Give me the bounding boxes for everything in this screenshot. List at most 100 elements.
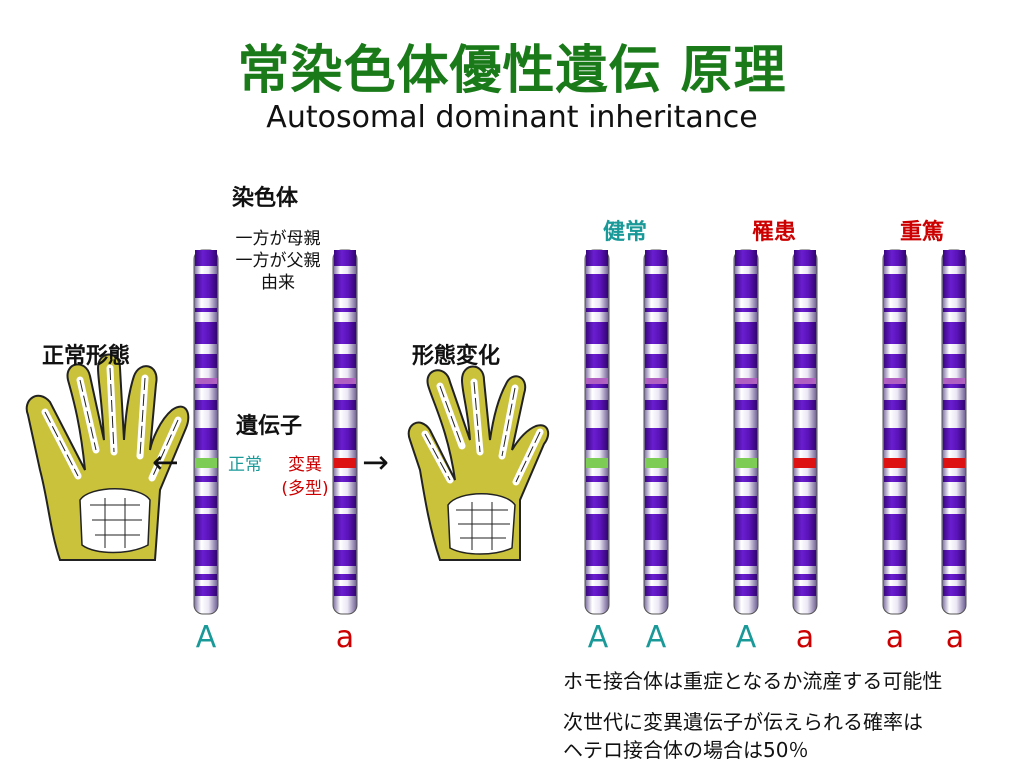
chromosome-band (735, 382, 757, 388)
chromosome-band (586, 586, 608, 596)
chromosome-band (586, 574, 608, 580)
chromosome-group3-2 (941, 249, 967, 615)
chromosome-band (645, 550, 667, 566)
chromosome-band (884, 514, 906, 540)
chromosome-band (735, 476, 757, 482)
chromosome-band (794, 586, 816, 596)
chromosome-band (195, 476, 217, 482)
chromosome-band (943, 428, 965, 450)
chromosome-band (334, 476, 356, 482)
allele-healthy-2: A (645, 620, 667, 655)
chromosome-band (794, 496, 816, 508)
page-title: 常染色体優性遺伝 原理 (237, 41, 787, 101)
centromere (586, 378, 608, 384)
chromosome-band (334, 308, 356, 312)
chromosome-band (794, 308, 816, 312)
normal-gene-band (735, 458, 757, 468)
chromosome-band (645, 400, 667, 410)
origin-line-mother: 一方が母親 (235, 229, 321, 249)
normal-gene-band (195, 458, 217, 468)
chromosome-band (794, 428, 816, 450)
chromosome-band (586, 322, 608, 344)
chromosome-band (645, 514, 667, 540)
chromosome-band (586, 308, 608, 312)
chromosome-band (586, 496, 608, 508)
chromosome-band (334, 574, 356, 580)
chromosome-band (645, 354, 667, 368)
allele-severe-1: a (885, 620, 905, 655)
centromere (334, 378, 356, 384)
centromere (794, 378, 816, 384)
chromosome-band (943, 476, 965, 482)
chromosome-band (884, 476, 906, 482)
chromosome-band (334, 250, 356, 266)
origin-line-father: 一方が父親 (235, 251, 321, 271)
centromere (735, 378, 757, 384)
chromosome-band (334, 400, 356, 410)
chromosome-band (884, 382, 906, 388)
chromosome-band (943, 550, 965, 566)
chromosome-band (195, 250, 217, 266)
chromosome-band (884, 496, 906, 508)
allele-right: a (335, 620, 355, 655)
chromosome-band (195, 322, 217, 344)
chromosome-group3-1 (882, 249, 908, 615)
chromosome-band (943, 400, 965, 410)
chromosome-band (735, 400, 757, 410)
chromosome-band (735, 322, 757, 344)
allele-left: A (195, 620, 217, 655)
chromosome-band (645, 382, 667, 388)
mutant-gene-band (884, 458, 906, 468)
chromosome-band (645, 274, 667, 298)
mutant-gene-band (794, 458, 816, 468)
mutant-gene-label: 変異 (288, 455, 322, 475)
chromosome-band (334, 514, 356, 540)
chromosome-band (334, 382, 356, 388)
chromosome-band (794, 550, 816, 566)
chromosome-band (943, 274, 965, 298)
allele-healthy-1: A (587, 620, 609, 655)
chromosome-band (586, 428, 608, 450)
chromosome-band (195, 496, 217, 508)
gene-label: 遺伝子 (236, 414, 303, 439)
chromosome-group2-2 (792, 249, 818, 615)
allele-severe-2: a (945, 620, 965, 655)
chromosome-band (645, 428, 667, 450)
chromosome-label: 染色体 (232, 186, 299, 211)
chromosome-band (645, 496, 667, 508)
chromosome-band (884, 274, 906, 298)
normal-gene-band (645, 458, 667, 468)
chromosome-band (195, 550, 217, 566)
chromosome-band (943, 496, 965, 508)
chromosome-band (943, 514, 965, 540)
page-subtitle: Autosomal dominant inheritance (266, 100, 758, 135)
chromosome-band (195, 308, 217, 312)
changed-form-label: 形態変化 (412, 344, 501, 369)
group-label-healthy: 健常 (603, 220, 648, 245)
chromosome-band (735, 514, 757, 540)
chromosome-band (884, 400, 906, 410)
chromosome-band (794, 250, 816, 266)
chromosome-band (943, 308, 965, 312)
chromosome-band (645, 250, 667, 266)
arrow-left-icon: ← (152, 443, 179, 481)
normal-form-label: 正常形態 (42, 344, 131, 369)
chromosome-band (195, 400, 217, 410)
centromere (943, 378, 965, 384)
centromere (884, 378, 906, 384)
chromosome-band (884, 586, 906, 596)
chromosome-band (943, 382, 965, 388)
chromosome-band (735, 250, 757, 266)
chromosome-band (735, 496, 757, 508)
chromosome-band (794, 354, 816, 368)
chromosome-origin-note: 一方が母親 一方が父親 由来 (218, 228, 338, 294)
group-label-affected: 罹患 (752, 220, 797, 245)
arrow-right-icon: → (362, 443, 389, 481)
chromosome-band (195, 428, 217, 450)
chromosome-band (195, 382, 217, 388)
chromosome-band (334, 322, 356, 344)
chromosome-group1-1 (584, 249, 610, 615)
chromosome-band (735, 586, 757, 596)
origin-line-source: 由来 (261, 273, 295, 293)
changed-hand-illustration (407, 365, 550, 561)
